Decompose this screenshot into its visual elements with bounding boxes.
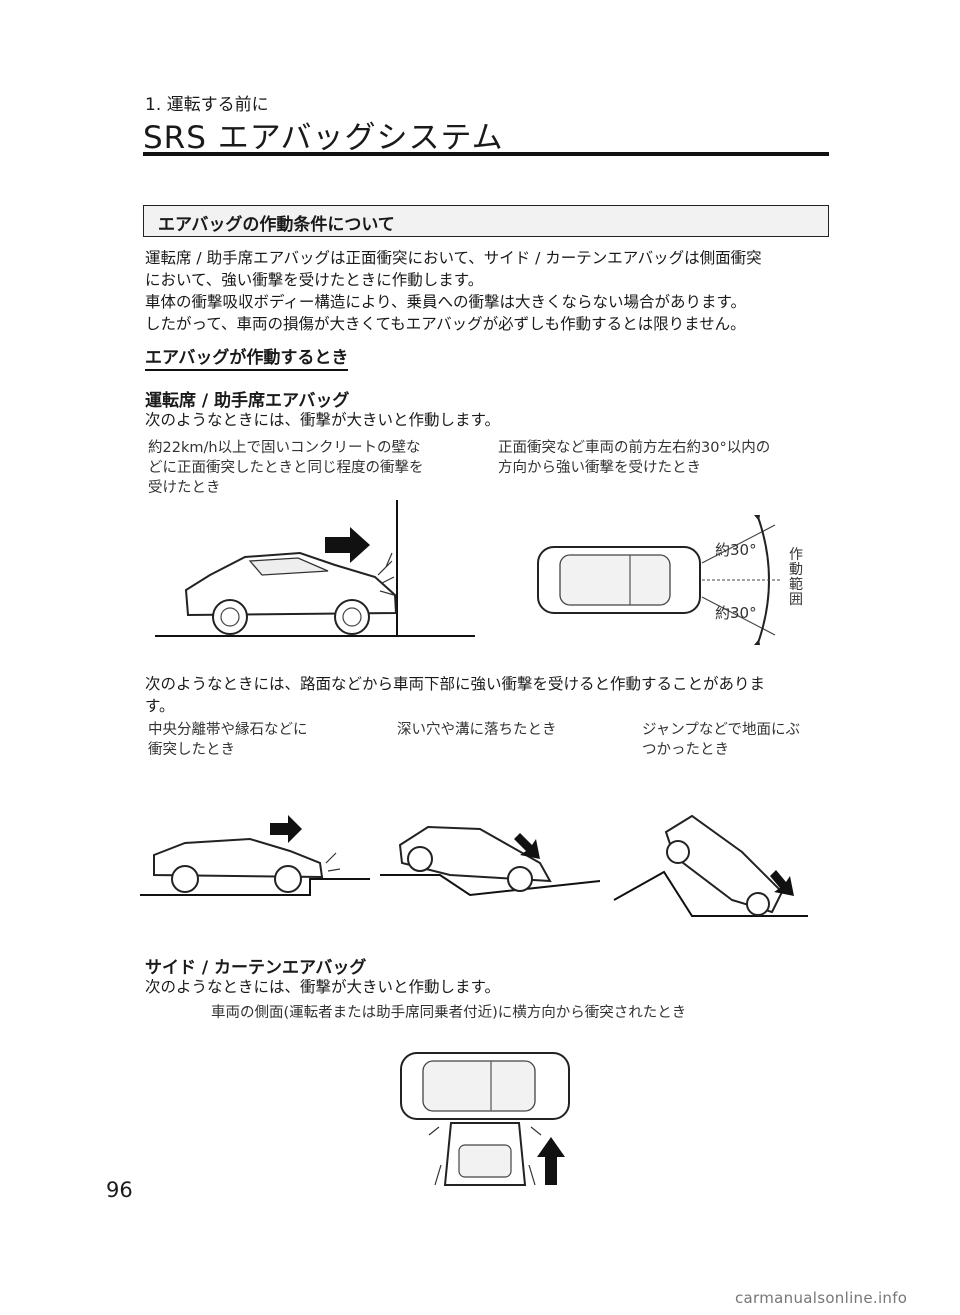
- caption-side-impact: 車両の側面(運転者または助手席同乗者付近)に横方向から衝突されたとき: [211, 1005, 687, 1021]
- caption-line: ジャンプなどで地面にぶ: [642, 722, 801, 738]
- caption-line: どに正面衝突したときと同じ程度の衝撃を: [148, 460, 424, 476]
- when-heading: エアバッグが作動するとき: [145, 343, 349, 371]
- caption-line: 正面衝突など車両の前方左右約30°以内の: [498, 440, 771, 456]
- breadcrumb: 1. 運転する前に: [145, 95, 269, 115]
- lead-line: す。: [145, 697, 175, 715]
- caption-deep-hole: 深い穴や溝に落ちたとき: [397, 720, 557, 740]
- footer-watermark: carmanualsonline.info: [735, 1289, 908, 1307]
- jump-landing-illustration: [613, 814, 808, 917]
- section-title-box: エアバッグの作動条件について: [143, 205, 829, 237]
- frontal-angle-illustration: [537, 515, 780, 645]
- title-rule: [143, 152, 829, 156]
- intro-line: 運転席 / 助手席エアバッグは正面衝突において、サイド / カーテンエアバッグは…: [145, 249, 762, 267]
- wall-collision-illustration: [155, 500, 475, 637]
- page-title: SRS エアバッグシステム: [143, 120, 504, 156]
- intro-line: 車体の衝撃吸収ボディー構造により、乗員への衝撃は大きくならない場合があります。: [145, 293, 746, 311]
- page-number: 96: [106, 1178, 133, 1202]
- caption-jump-landing: ジャンプなどで地面にぶ つかったとき: [642, 720, 800, 760]
- intro-paragraph: 運転席 / 助手席エアバッグは正面衝突において、サイド / カーテンエアバッグは…: [145, 247, 835, 335]
- caption-line: 深い穴や溝に落ちたとき: [397, 722, 557, 738]
- caption-wall-collision: 約22km/h以上で固いコンクリートの壁な どに正面衝突したときと同じ程度の衝撃…: [148, 438, 478, 498]
- curb-collision-illustration: [140, 815, 370, 896]
- range-char: 作: [789, 547, 803, 563]
- angle-label-bottom: 約30°: [715, 604, 757, 622]
- range-char: 囲: [789, 592, 803, 608]
- caption-line: 約22km/h以上で固いコンクリートの壁な: [148, 440, 421, 456]
- range-char: 動: [789, 562, 803, 578]
- front-airbag-heading: 運転席 / 助手席エアバッグ: [145, 391, 350, 411]
- caption-median-curb: 中央分離帯や縁石などに 衝突したとき: [148, 720, 308, 760]
- angle-label-top: 約30°: [715, 541, 757, 559]
- hole-drop-illustration: [380, 825, 601, 897]
- caption-line: 方向から強い衝撃を受けたとき: [498, 460, 701, 476]
- side-impact-illustration: [400, 1052, 570, 1186]
- range-char: 範: [789, 577, 803, 593]
- operating-range-label: 作 動 範 囲: [788, 548, 804, 608]
- intro-line: において、強い衝撃を受けたときに作動します。: [145, 271, 484, 289]
- section-title: エアバッグの作動条件について: [158, 215, 395, 235]
- side-airbag-heading: サイド / カーテンエアバッグ: [145, 958, 367, 978]
- intro-line: したがって、車両の損傷が大きくてもエアバッグが必ずしも作動するとは限りません。: [145, 315, 746, 333]
- caption-line: つかったとき: [642, 742, 729, 758]
- caption-line: 中央分離帯や縁石などに: [148, 722, 308, 738]
- caption-frontal-angle: 正面衝突など車両の前方左右約30°以内の 方向から強い衝撃を受けたとき: [498, 438, 828, 478]
- undercarriage-lead: 次のようなときには、路面などから車両下部に強い衝撃を受けると作動することがありま…: [145, 673, 835, 717]
- side-airbag-lead: 次のようなときには、衝撃が大きいと作動します。: [145, 978, 500, 996]
- caption-line: 受けたとき: [148, 480, 221, 496]
- front-airbag-lead: 次のようなときには、衝撃が大きいと作動します。: [145, 411, 500, 429]
- caption-line: 衝突したとき: [148, 742, 235, 758]
- lead-line: 次のようなときには、路面などから車両下部に強い衝撃を受けると作動することがありま: [145, 675, 766, 693]
